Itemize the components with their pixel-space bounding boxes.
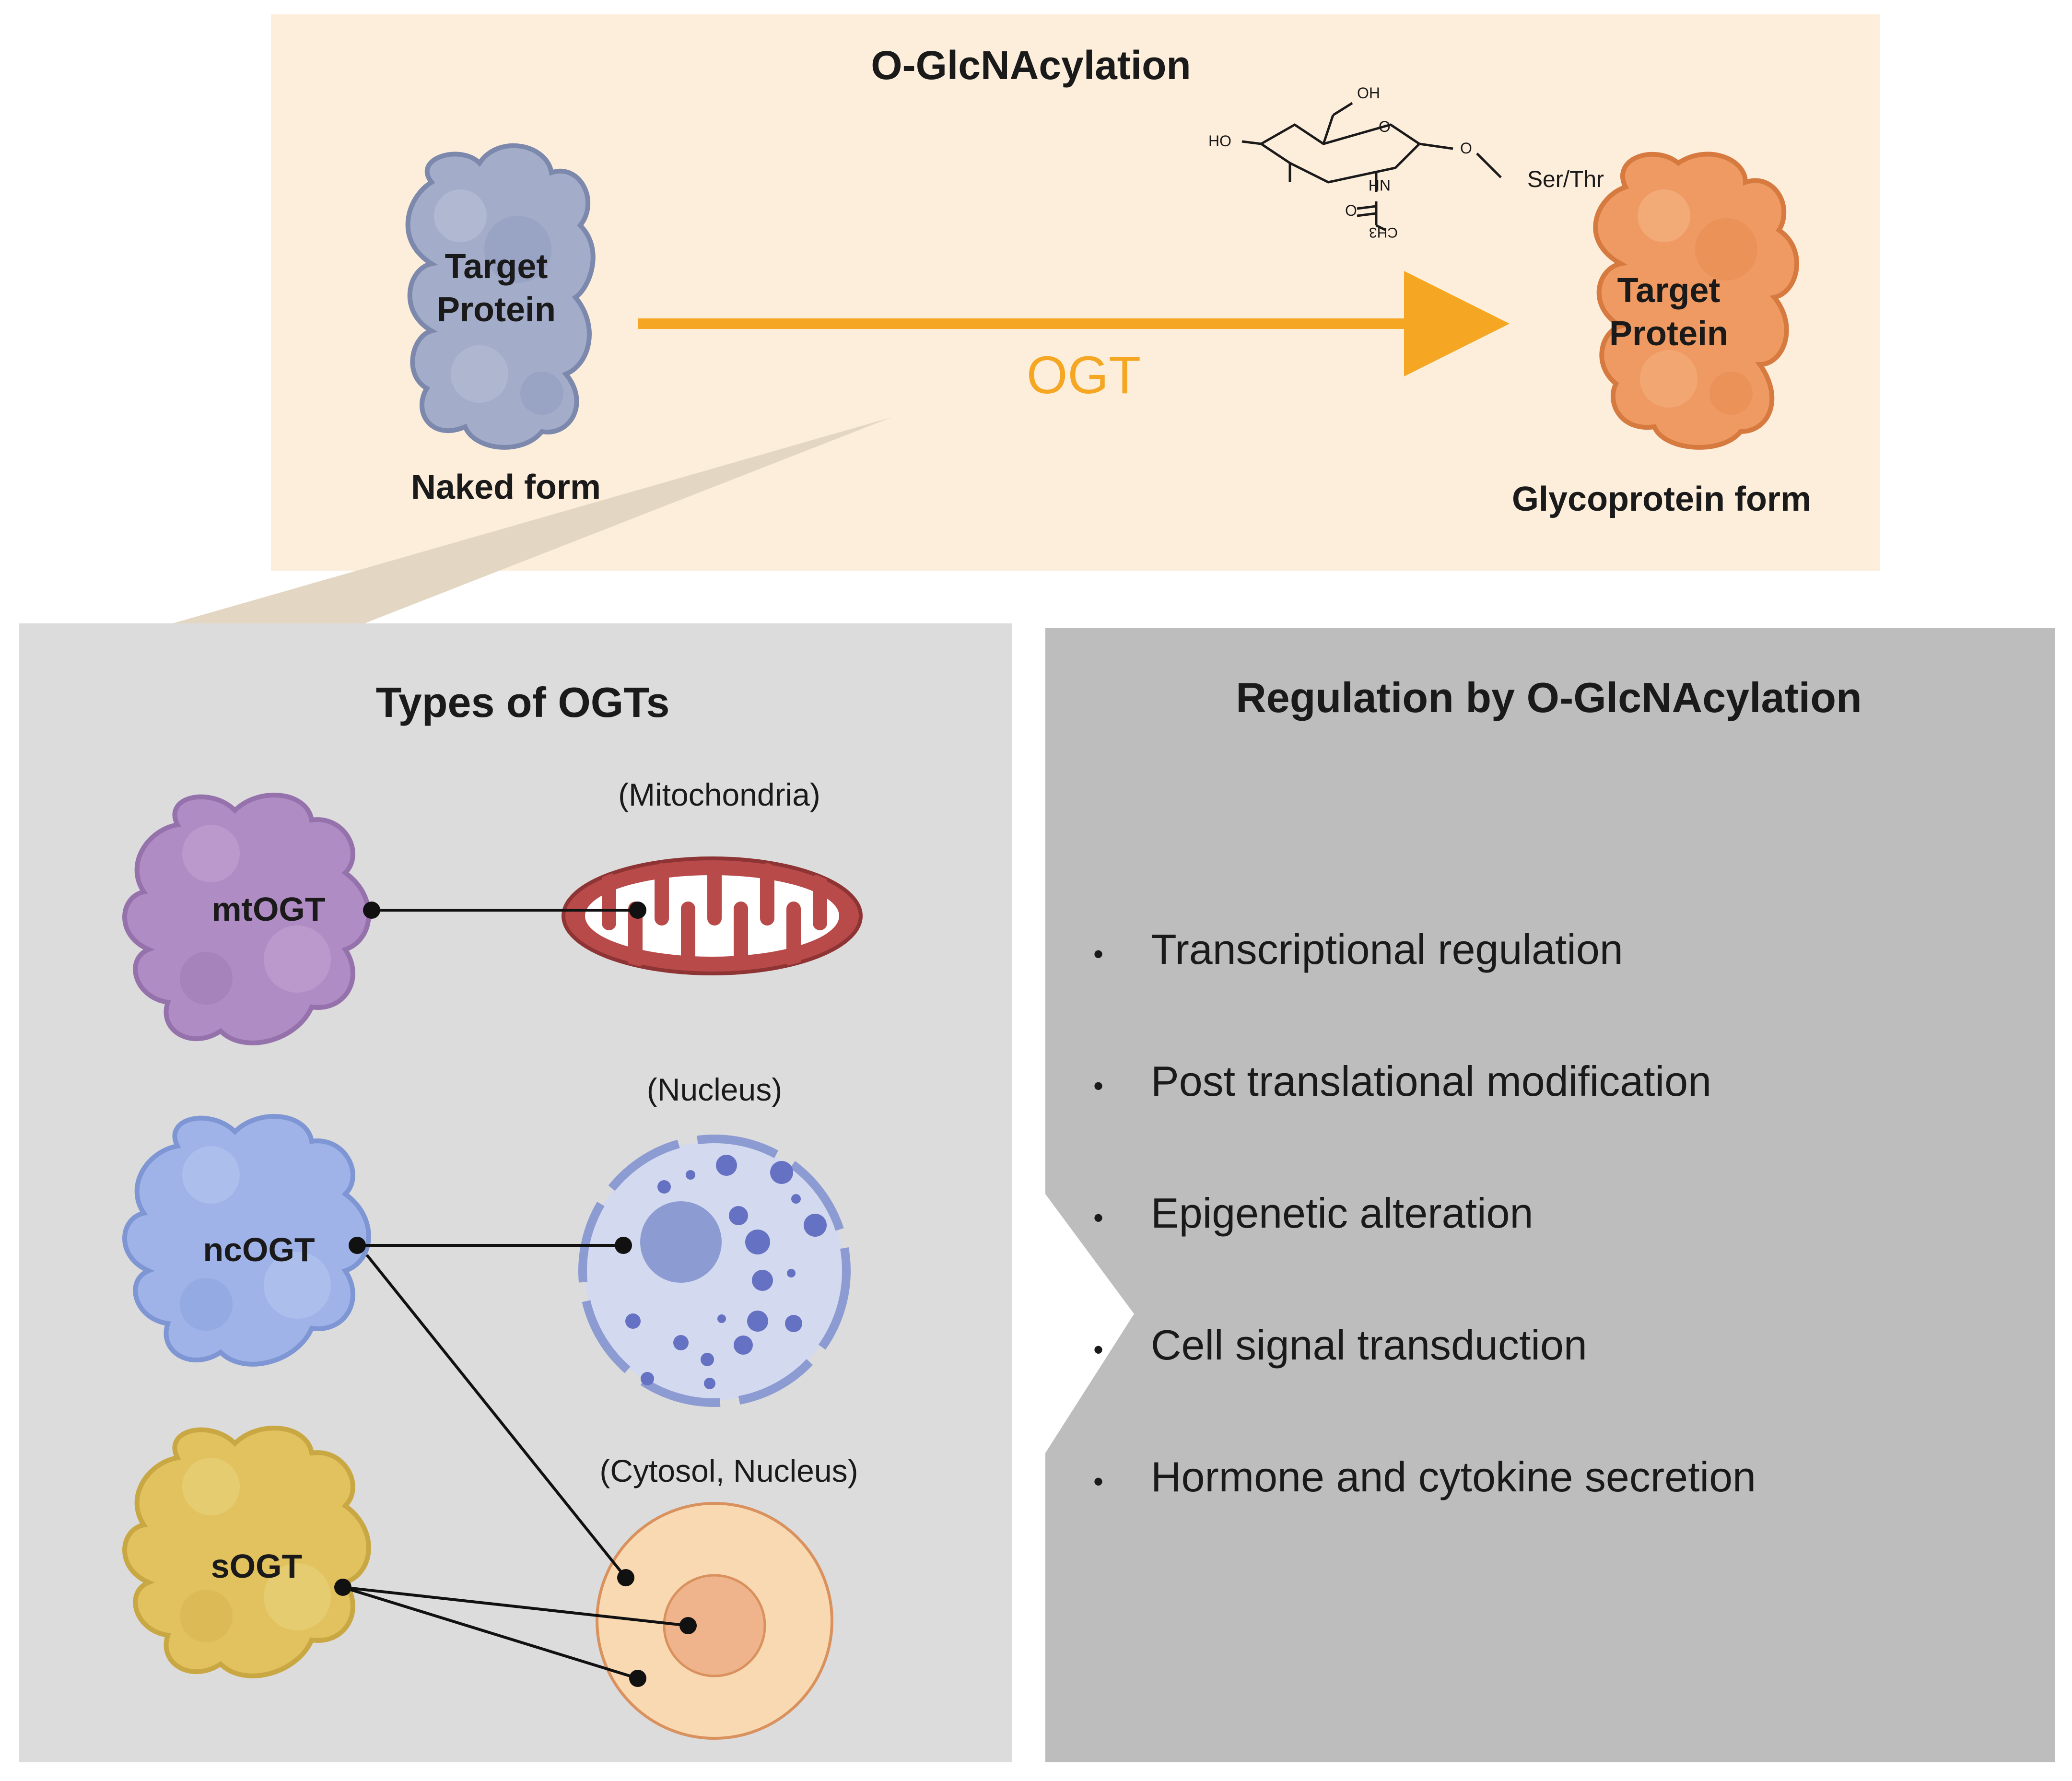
sugar-ring-o: O [1379, 118, 1391, 135]
sogt-label: sOGT [211, 1547, 303, 1585]
naked-protein [405, 143, 596, 450]
types-title: Types of OGTs [376, 679, 670, 726]
sugar-ho: HO [1208, 132, 1231, 150]
ogt-enzyme-label: OGT [1027, 346, 1141, 405]
mtogt-label: mtOGT [211, 890, 325, 928]
regulation-panel [1045, 628, 2055, 1762]
glyco-protein-label: Target [1617, 271, 1721, 310]
regulation-item: Post translational modification [1151, 1057, 1711, 1105]
callout-wedge [173, 417, 892, 623]
glyco-protein-label-2: Protein [1609, 315, 1728, 353]
bullet: • [1093, 1465, 1103, 1498]
naked-form-caption: Naked form [411, 468, 601, 506]
glcnac-structure [1241, 102, 1502, 232]
glycoprotein-form-caption: Glycoprotein form [1512, 480, 1811, 518]
ncogt-protein [122, 1113, 371, 1367]
regulation-item: Hormone and cytokine secretion [1151, 1453, 1756, 1500]
sugar-link-o: O [1460, 140, 1472, 157]
sogt-protein [122, 1425, 371, 1678]
bullet: • [1093, 1202, 1103, 1234]
connectors [334, 902, 697, 1687]
regulation-item: Cell signal transduction [1151, 1321, 1587, 1369]
sugar-oh: OH [1357, 84, 1380, 102]
nucleus-label: (Nucleus) [647, 1072, 782, 1107]
sugar-nh: NH [1369, 176, 1391, 194]
glyco-protein [1593, 152, 1799, 450]
sugar-ch3: CH3 [1369, 224, 1398, 240]
regulation-title: Regulation by O-GlcNAcylation [1236, 674, 1861, 721]
regulation-item: Transcriptional regulation [1151, 926, 1623, 973]
regulation-item: Epigenetic alteration [1151, 1189, 1533, 1237]
naked-protein-label-2: Protein [437, 291, 556, 329]
mitochondrion-icon [562, 856, 863, 975]
nucleus-icon [578, 1135, 851, 1407]
cytosol-nucleus-label: (Cytosol, Nucleus) [599, 1453, 858, 1488]
ser-thr-label: Ser/Thr [1527, 167, 1604, 192]
bullet: • [1093, 1070, 1103, 1102]
cell-icon [596, 1502, 833, 1740]
sugar-carbonyl-o: O [1345, 202, 1357, 219]
ncogt-label: ncOGT [203, 1231, 315, 1268]
bullet: • [1093, 938, 1103, 970]
regulation-list: • Transcriptional regulation • Post tran… [1093, 926, 1756, 1500]
bullet: • [1093, 1334, 1103, 1366]
mitochondria-label: (Mitochondria) [618, 777, 820, 812]
naked-protein-label: Target [445, 247, 548, 286]
top-title: O-GlcNAcylation [871, 43, 1191, 88]
mtogt-protein [122, 792, 371, 1045]
